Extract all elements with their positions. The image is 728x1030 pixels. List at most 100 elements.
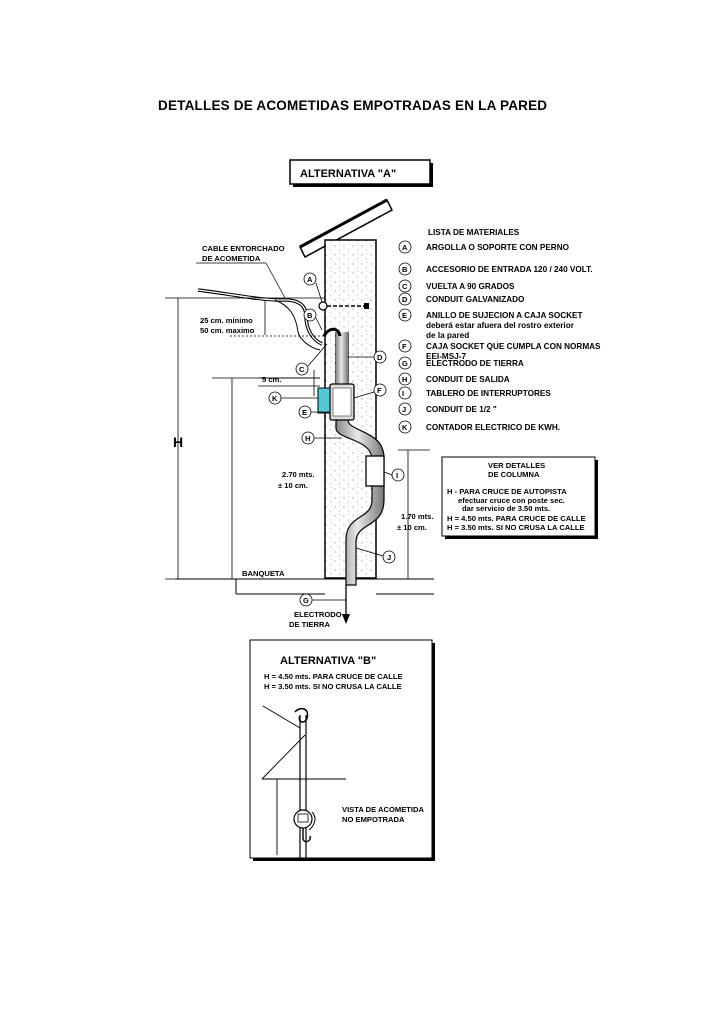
material-key-e	[398, 308, 412, 322]
callout-a: A	[303, 272, 323, 303]
callout-d: D	[348, 350, 387, 364]
material-key-letter: B	[402, 265, 408, 274]
svg-text:D: D	[377, 353, 383, 362]
material-key-letter: F	[402, 342, 407, 351]
svg-text:E: E	[302, 408, 307, 417]
svg-text:NO EMPOTRADA: NO EMPOTRADA	[342, 815, 405, 824]
svg-text:F: F	[377, 386, 382, 395]
callout-k: K	[268, 391, 318, 405]
alt-b-sketch	[261, 705, 346, 860]
five-cm-label: 5 cm.	[262, 375, 281, 384]
svg-text:G: G	[303, 596, 309, 605]
svg-text:I: I	[396, 471, 398, 480]
svg-text:dar servicio de 3.50 mts.: dar servicio de 3.50 mts.	[462, 504, 550, 513]
ground-electrode	[342, 585, 350, 624]
svg-text:H: H	[305, 434, 310, 443]
svg-text:2.70 mts.: 2.70 mts.	[282, 470, 315, 479]
service-cable	[197, 288, 323, 351]
material-key-letter: A	[402, 243, 408, 252]
material-key-j	[398, 402, 412, 416]
svg-text:25 cm. mínimo: 25 cm. mínimo	[200, 316, 253, 325]
svg-text:H = 3.50 mts. SI NO CRUSA LA: H = 3.50 mts. SI NO CRUSA LA CALLE	[447, 523, 585, 532]
alt-a-title: ALTERNATIVA "A"	[300, 168, 396, 180]
svg-text:DE TIERRA: DE TIERRA	[289, 620, 330, 629]
material-item-text: ACCESORIO DE ENTRADA 120 / 240 VOLT.	[426, 265, 593, 274]
material-key-a	[398, 240, 412, 254]
svg-text:B: B	[307, 311, 313, 320]
alt-b-view-label: VISTA DE ACOMETIDA NO EMPOTRADA	[342, 805, 425, 824]
electrodo-label: ELECTRODO DE TIERRA	[289, 610, 342, 629]
material-key-i	[398, 386, 412, 400]
banqueta-label: BANQUETA	[242, 569, 285, 578]
material-key-letter: I	[402, 389, 404, 398]
page-title: DETALLES DE ACOMETIDAS EMPOTRADAS EN LA …	[158, 98, 548, 113]
material-item-text: VUELTA A 90 GRADOS	[426, 282, 515, 291]
svg-text:efectuar cruce con poste sec.: efectuar cruce con poste sec.	[458, 496, 565, 505]
material-item-text: deberá estar afuera del rostro exterior	[426, 321, 575, 330]
callout-h: H	[301, 431, 342, 445]
material-key-f	[398, 339, 412, 353]
material-key-h	[398, 372, 412, 386]
material-key-letter: E	[402, 311, 407, 320]
material-key-letter: G	[402, 359, 408, 368]
svg-text:K: K	[272, 394, 278, 403]
material-item-text: CONTADOR ELECTRICO DE KWH.	[426, 423, 560, 432]
materials-heading: LISTA DE MATERIALES	[428, 228, 520, 237]
material-key-k	[398, 420, 412, 434]
material-item-text: de la pared	[426, 331, 469, 340]
svg-text:± 10 cm.: ± 10 cm.	[278, 481, 308, 490]
alt-b-title: ALTERNATIVA "B"	[280, 655, 376, 667]
svg-text:VER DETALLES: VER DETALLES	[488, 461, 545, 470]
callout-c: C	[295, 343, 328, 376]
material-key-letter: D	[402, 295, 408, 304]
material-key-letter: H	[402, 375, 407, 384]
svg-text:± 10 cm.: ± 10 cm.	[397, 523, 427, 532]
socket-box	[329, 383, 355, 421]
svg-text:50 cm. maximo: 50 cm. maximo	[200, 326, 255, 335]
h-dimension-label: H	[173, 434, 183, 450]
material-key-letter: C	[402, 282, 408, 291]
ground-line	[175, 578, 434, 595]
alt-a-title-box: ALTERNATIVA "A"	[289, 159, 433, 187]
material-key-letter: K	[402, 423, 408, 432]
kwh-meter	[317, 387, 331, 414]
material-item-text: ARGOLLA O SOPORTE CON PERNO	[426, 243, 570, 252]
callout-j: J	[355, 547, 396, 564]
material-key-c	[398, 279, 412, 293]
svg-text:H = 3.50 mts. SI NO CRUSA LA: H = 3.50 mts. SI NO CRUSA LA CALLE	[264, 682, 402, 691]
material-item-text: CONDUIT DE 1/2 "	[426, 405, 497, 414]
material-key-g	[398, 356, 412, 370]
eyebolt	[318, 301, 369, 311]
material-item-text: CAJA SOCKET QUE CUMPLA CON NORMAS	[426, 342, 601, 351]
material-key-b	[398, 262, 412, 276]
material-item-text: CONDUIT DE SALIDA	[426, 375, 510, 384]
dimension-lines	[165, 297, 430, 580]
callout-g: G	[299, 593, 346, 607]
material-item-text: ANILLO DE SUJECION A CAJA SOCKET	[426, 311, 583, 320]
svg-text:DE COLUMNA: DE COLUMNA	[488, 470, 540, 479]
material-item-text: ELECTRODO DE TIERRA	[426, 359, 524, 368]
svg-text:H = 4.50 mts. PARA CRUCE DE C: H = 4.50 mts. PARA CRUCE DE CALLE	[447, 514, 586, 523]
material-key-letter: J	[402, 405, 406, 414]
svg-text:VISTA DE ACOMETIDA: VISTA DE ACOMETIDA	[342, 805, 425, 814]
svg-text:A: A	[307, 275, 313, 284]
svg-text:1.70 mts.: 1.70 mts.	[401, 512, 434, 521]
clearance-label: 25 cm. mínimo 50 cm. maximo	[200, 316, 255, 335]
svg-text:ELECTRODO: ELECTRODO	[294, 610, 342, 619]
svg-text:H = 4.50 mts. PARA CRUCE DE: H = 4.50 mts. PARA CRUCE DE CALLE	[264, 672, 403, 681]
svg-text:CABLE ENTORCHADO: CABLE ENTORCHADO	[202, 244, 285, 253]
callout-i: I	[383, 468, 405, 482]
callout-e: E	[298, 405, 330, 419]
column-details-box: VER DETALLES DE COLUMNA H - PARA CRUCE D…	[441, 456, 598, 539]
svg-text:J: J	[387, 553, 391, 562]
svg-text:DE ACOMETIDA: DE ACOMETIDA	[202, 254, 261, 263]
height-170-label: 1.70 mts. ± 10 cm.	[397, 512, 434, 532]
svg-text:H - PARA CRUCE DE AUTOPISTA: H - PARA CRUCE DE AUTOPISTA	[447, 487, 567, 496]
material-item-text: CONDUIT GALVANIZADO	[426, 295, 525, 304]
material-item-text: TABLERO DE INTERRUPTORES	[426, 389, 551, 398]
material-key-d	[398, 292, 412, 306]
svg-text:C: C	[299, 365, 305, 374]
callout-b: B	[303, 308, 323, 331]
materials-list: A ARGOLLA O SOPORTE CON PERNO B ACCESORIO D…	[398, 240, 601, 434]
